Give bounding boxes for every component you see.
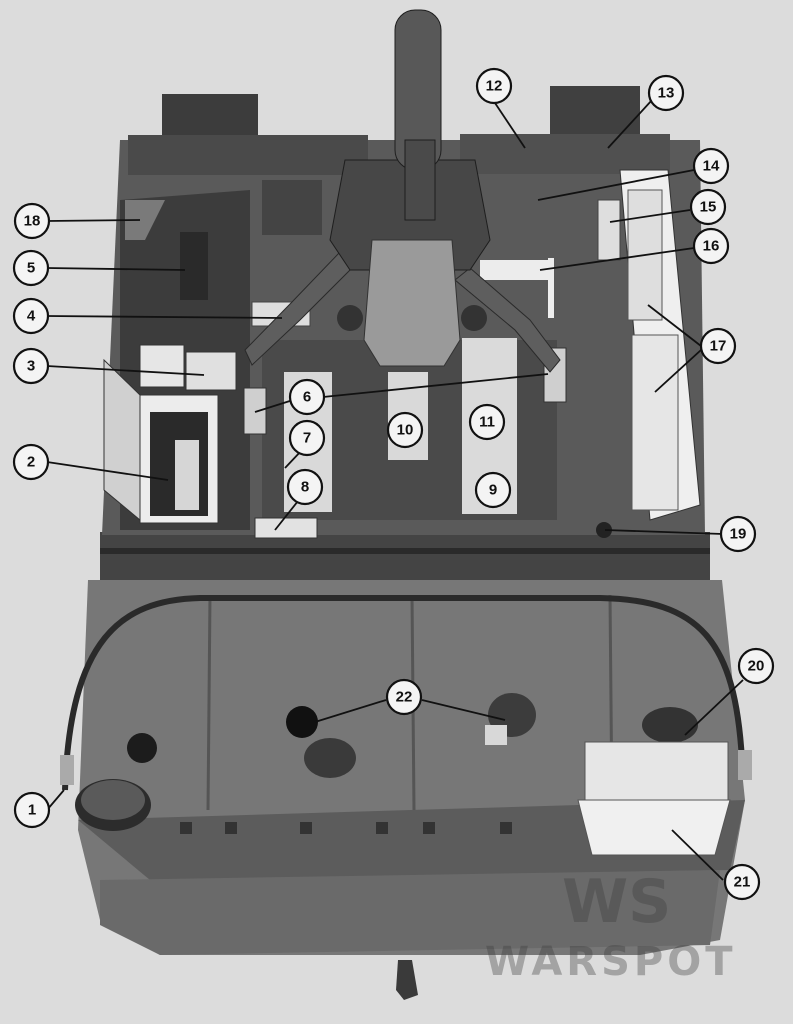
callout-19: 19 — [719, 515, 757, 553]
svg-text:8: 8 — [301, 479, 309, 496]
callout-9: 9 — [474, 471, 512, 509]
callout-2: 2 — [12, 443, 50, 481]
svg-text:2: 2 — [27, 454, 35, 471]
callout-17: 17 — [699, 327, 737, 365]
svg-text:22: 22 — [396, 689, 413, 706]
svg-text:3: 3 — [27, 358, 35, 375]
callout-21: 21 — [723, 863, 761, 901]
svg-text:4: 4 — [27, 308, 36, 325]
callout-10: 10 — [386, 411, 424, 449]
svg-text:20: 20 — [748, 658, 765, 675]
engine-deck — [60, 580, 752, 1000]
svg-text:13: 13 — [658, 85, 675, 102]
callout-8: 8 — [286, 468, 324, 506]
fighting-compartment — [102, 9, 705, 539]
svg-text:5: 5 — [27, 260, 35, 277]
svg-text:21: 21 — [734, 874, 751, 891]
callout-16: 16 — [692, 227, 730, 265]
callout-5: 5 — [12, 249, 50, 287]
svg-text:WS: WS — [562, 867, 671, 937]
callout-18: 18 — [13, 202, 51, 240]
callout-14: 14 — [692, 147, 730, 185]
svg-text:16: 16 — [703, 238, 720, 255]
callout-12: 12 — [475, 67, 513, 105]
svg-text:9: 9 — [489, 482, 497, 499]
callout-22: 22 — [385, 678, 423, 716]
svg-text:6: 6 — [303, 389, 311, 406]
callout-11: 11 — [468, 403, 506, 441]
svg-text:11: 11 — [479, 414, 495, 431]
svg-text:17: 17 — [710, 338, 727, 355]
callout-13: 13 — [647, 74, 685, 112]
callout-3: 3 — [12, 347, 50, 385]
svg-text:15: 15 — [700, 199, 717, 216]
callout-15: 15 — [689, 188, 727, 226]
bulkhead — [100, 532, 710, 580]
svg-text:19: 19 — [730, 526, 747, 543]
svg-text:1: 1 — [28, 802, 36, 819]
callout-20: 20 — [737, 647, 775, 685]
svg-text:7: 7 — [303, 430, 311, 447]
callout-1: 1 — [13, 791, 51, 829]
warspot-watermark: WS WARSPOT — [485, 867, 737, 985]
svg-text:WARSPOT: WARSPOT — [485, 939, 737, 985]
callout-7: 7 — [288, 419, 326, 457]
svg-text:14: 14 — [703, 158, 720, 175]
svg-text:18: 18 — [24, 213, 41, 230]
callout-6: 6 — [288, 378, 326, 416]
svg-text:12: 12 — [486, 78, 503, 95]
svg-text:10: 10 — [397, 422, 414, 439]
callout-4: 4 — [12, 297, 50, 335]
